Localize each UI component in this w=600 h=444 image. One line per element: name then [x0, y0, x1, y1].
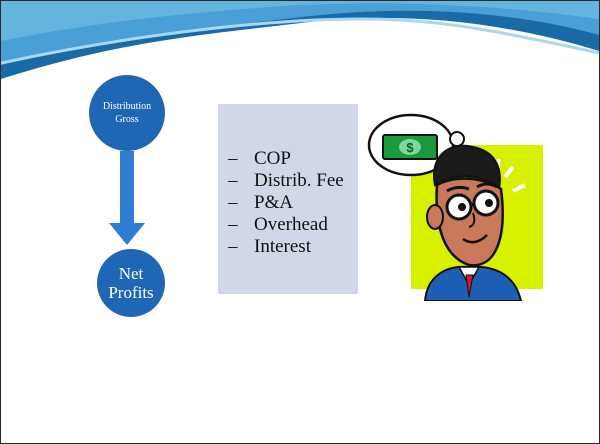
list-item: –Distrib. Fee — [228, 170, 344, 191]
header-wave — [1, 1, 599, 79]
circle-line2: Profits — [108, 283, 154, 302]
circle-line1: Net — [118, 264, 144, 283]
dollar-sign: $ — [406, 140, 414, 155]
circle-line1: Distribution — [102, 101, 152, 112]
circle-line2: Gross — [115, 114, 139, 125]
thinking-about-money-cartoon-icon: $ — [365, 105, 545, 301]
list-item: –Interest — [228, 236, 311, 257]
deductions-list-box: –COP –Distrib. Fee –P&A –Overhead –Inter… — [218, 104, 358, 294]
net-profits-circle: Net Profits — [97, 249, 165, 317]
distribution-gross-circle: Distribution Gross — [89, 75, 165, 151]
deductions-list: –COP –Distrib. Fee –P&A –Overhead –Inter… — [228, 148, 344, 258]
down-arrow-icon — [109, 151, 145, 245]
list-item: –Overhead — [228, 214, 328, 235]
list-item: –P&A — [228, 192, 294, 213]
list-item: –COP — [228, 148, 291, 169]
